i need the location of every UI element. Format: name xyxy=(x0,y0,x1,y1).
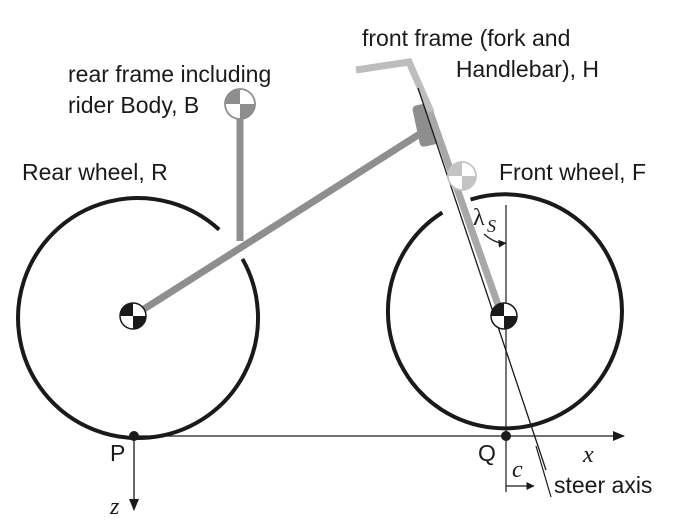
steer-angle-subscript: S xyxy=(487,216,496,236)
steer-axis-line xyxy=(417,87,547,471)
fork xyxy=(426,110,506,318)
front-wheel-circle xyxy=(385,192,624,431)
handlebar xyxy=(355,58,435,114)
rear-frame-center-of-mass-icon xyxy=(224,88,256,120)
contact-point-q xyxy=(501,431,511,441)
rear-wheel-label: Rear wheel, R xyxy=(22,159,168,185)
rear-wheel-center-of-mass-icon xyxy=(119,302,147,330)
steer-angle-arc xyxy=(483,233,507,248)
front-frame-label-line1: front frame (fork and xyxy=(362,25,570,51)
trail-label: c xyxy=(512,457,523,483)
rear-frame-tube xyxy=(131,127,428,319)
rear-wheel-circle xyxy=(16,196,261,440)
front-frame-label-line2: Handlebar), H xyxy=(456,56,599,82)
contact-point-p xyxy=(129,431,139,441)
steer-axis-label: steer axis xyxy=(554,472,652,498)
front-frame-center-of-mass-icon xyxy=(447,161,477,191)
front-wheel-center-of-mass-icon xyxy=(490,302,518,330)
steer-axis-leader xyxy=(535,445,552,498)
point-p-label: P xyxy=(110,440,125,466)
point-q-label: Q xyxy=(478,440,496,466)
rear-frame-label-line1: rear frame including xyxy=(68,61,271,87)
x-axis-label: x xyxy=(582,442,594,468)
steer-angle-symbol: λ xyxy=(473,205,485,231)
rear-frame-label-line2: rider Body, B xyxy=(68,92,199,118)
front-wheel-label: Front wheel, F xyxy=(499,159,646,185)
z-axis-label: z xyxy=(109,494,120,520)
